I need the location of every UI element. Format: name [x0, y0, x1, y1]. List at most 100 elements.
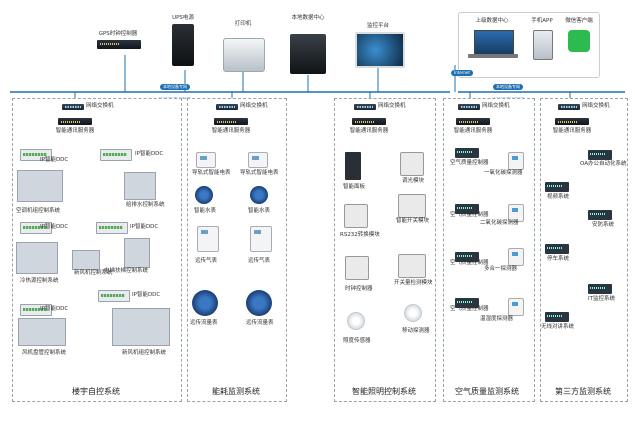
bas-ddc5-label: IP智能DDC: [132, 292, 161, 298]
light-detect-icon: [398, 254, 426, 278]
upload-dc-label: 上级数据中心: [475, 18, 509, 24]
printer-icon: [223, 38, 265, 72]
gps-label: GPS时钟控制器: [98, 31, 138, 37]
bas-title: 楼宇自控系统: [72, 387, 120, 396]
local-dc-label: 本地数据中心: [291, 15, 325, 21]
aq-title: 空气质量监测系统: [455, 387, 519, 396]
bas-switch-label: 网络交换机: [86, 103, 114, 109]
energy-switch-label: 网络交换机: [240, 103, 268, 109]
aq-ctrl3-icon: [455, 252, 479, 262]
gas1-icon: [197, 226, 219, 252]
motion-label: 移动探测器: [402, 328, 430, 334]
laptop-base-icon: [468, 54, 518, 58]
guide-meter-icon: [196, 152, 216, 168]
printer-label: 打印机: [234, 21, 252, 27]
bas-server-label: 智能通讯服务器: [55, 128, 95, 134]
video-label: 视频系统: [547, 194, 570, 200]
gas1-label: 远传气表: [195, 258, 218, 264]
bas-ddc6-icon: [20, 304, 52, 316]
wireless-label: 无线对讲系统: [541, 324, 575, 330]
flow2-label: 远传流量表: [246, 320, 274, 326]
water-meter1-label: 智能水表: [194, 208, 217, 214]
water-pump-icon: [124, 172, 156, 200]
wechat-label: 微信客户端: [565, 18, 593, 24]
timer-label: 时钟控制器: [345, 286, 373, 292]
flow1-label: 远传流量表: [190, 320, 218, 326]
aq-ctrl4-label: 空气质量控制器: [450, 306, 489, 312]
cold-source-icon: [16, 242, 58, 274]
bas-ddc2-icon: [100, 149, 132, 161]
fresh-label: 新风机控制系统: [74, 270, 113, 276]
local-dc-icon: [290, 34, 326, 74]
motion-sensor-icon: [404, 304, 422, 322]
mobile-app-icon: [533, 30, 553, 60]
oa-label: OA办公自动化系统: [580, 161, 627, 167]
multi-detector-icon: [508, 248, 524, 266]
water-meter2-label: 智能水表: [248, 208, 271, 214]
monitor-label: 监控平台: [366, 23, 390, 29]
flow1-icon: [192, 290, 218, 316]
lighting-switch-label: 网络交换机: [378, 103, 406, 109]
security-label: 安防系统: [592, 222, 615, 228]
it-icon: [588, 284, 612, 294]
rs232-icon: [344, 204, 368, 228]
light-detect-label: 开关量检测模块: [394, 280, 433, 286]
parking-label: 停车系统: [547, 256, 570, 262]
lighting-section: [334, 98, 436, 402]
energy-switch-icon: [216, 104, 238, 110]
ups-icon: [172, 24, 194, 66]
bas-ddc6-label: IP智能DDC: [40, 306, 69, 312]
elevator-label: 电梯扶梯控制系统: [104, 268, 149, 274]
gps-device-icon: [97, 40, 141, 49]
switch-mod-icon: [398, 194, 426, 218]
wireless-icon: [545, 312, 569, 322]
wechat-icon: [568, 30, 590, 52]
bas-ddc5-icon: [98, 290, 130, 302]
dimmer-icon: [400, 152, 424, 176]
bas-ddc1-label: IP智能DDC: [40, 157, 69, 163]
bus-left-label: 本地设备专网: [160, 84, 190, 90]
air-label: 新风机组控制系统: [122, 350, 167, 356]
bas-ddc2-label: IP智能DDC: [135, 151, 164, 157]
temp-detector-icon: [508, 298, 524, 316]
panel-label: 智能面板: [343, 184, 366, 190]
ac-label: 空调机组控制系统: [16, 208, 61, 214]
lighting-server-label: 智能通讯服务器: [349, 128, 389, 134]
parking-icon: [545, 244, 569, 254]
guide-meter-label: 导轨式智能电表: [192, 170, 231, 176]
dimmer-label: 调光模块: [402, 178, 425, 184]
third-server-icon: [555, 118, 589, 125]
gas2-label: 远传气表: [248, 258, 271, 264]
bas-ddc4-label: IP智能DDC: [130, 224, 159, 230]
timer-icon: [345, 256, 369, 280]
third-switch-icon: [558, 104, 580, 110]
bus-right-label: 本地设备专网: [493, 84, 523, 90]
aq-switch-icon: [458, 104, 480, 110]
illum-sensor-icon: [347, 312, 365, 330]
ups-label: UPS电源: [172, 15, 194, 21]
water-meter2-icon: [250, 186, 268, 204]
co-label: 一氧化碳探测器: [484, 170, 523, 176]
video-icon: [545, 182, 569, 192]
energy-server-icon: [214, 118, 248, 125]
aq-ctrl1-label: 空气质量控制器: [450, 160, 489, 166]
bas-ddc3-label: IP智能DDC: [40, 224, 69, 230]
air-unit-icon: [112, 308, 170, 346]
security-icon: [588, 210, 612, 220]
aq-ctrl3-label: 空气质量控制器: [450, 260, 489, 266]
lighting-title: 智能照明控制系统: [352, 387, 416, 396]
elevator-icon: [124, 238, 150, 268]
aq-ctrl2-icon: [455, 204, 479, 214]
oa-icon: [588, 150, 612, 160]
third-title: 第三方监测系统: [555, 387, 611, 396]
aq-ctrl2-label: 空气质量控制器: [450, 212, 489, 218]
energy-server-label: 智能通讯服务器: [211, 128, 251, 134]
third-switch-label: 网络交换机: [582, 103, 610, 109]
mobile-app-label: 手机APP: [531, 18, 553, 24]
laptop-icon: [474, 30, 514, 56]
bas-switch-icon: [62, 104, 84, 110]
energy-title: 能耗监测系统: [212, 387, 260, 396]
aq-switch-label: 网络交换机: [482, 103, 510, 109]
co-detector-icon: [508, 152, 524, 170]
rs232-label: RS232转换模块: [340, 232, 380, 238]
